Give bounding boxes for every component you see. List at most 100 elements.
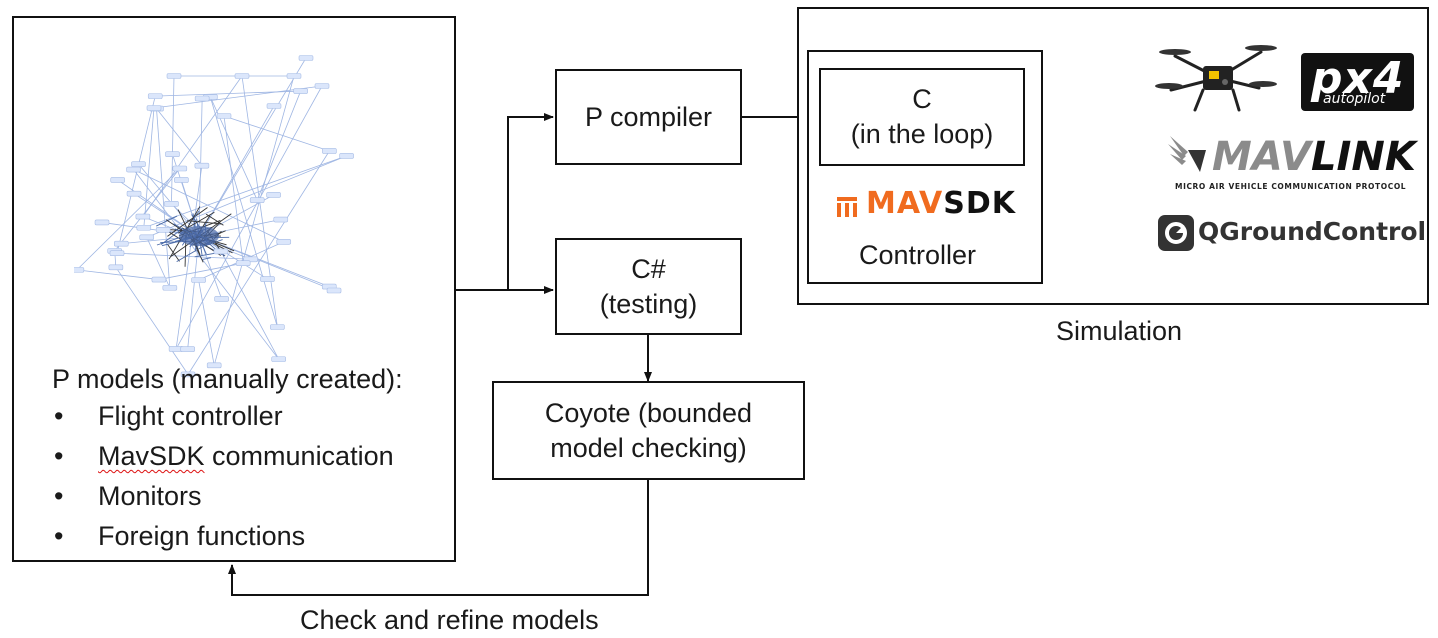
bullet-icon: •	[54, 401, 64, 431]
graph-node	[273, 216, 289, 223]
graph-node	[166, 73, 182, 79]
graph-node	[286, 73, 302, 79]
graph-node	[214, 296, 229, 302]
graph-edge	[187, 235, 200, 350]
graph-edge	[114, 168, 181, 252]
graph-edge	[116, 96, 156, 254]
mavsdk-logo-mav: MAV	[866, 186, 944, 221]
coyote-line1: Coyote (bounded	[544, 397, 753, 428]
graph-node	[147, 93, 163, 99]
graph-cluster	[179, 226, 219, 246]
graph-node	[113, 240, 129, 247]
graph-node	[172, 165, 188, 172]
mavsdk-bars-icon	[837, 197, 857, 217]
mavlink-logo-link: LINK	[1311, 134, 1416, 180]
graph-node	[194, 162, 210, 169]
graph-edge	[213, 75, 295, 366]
graph-node	[206, 362, 222, 369]
px4-logo-small: autopilot	[1323, 91, 1386, 107]
graph-node	[174, 177, 189, 183]
graph-edge	[209, 96, 278, 328]
graph-node	[276, 238, 292, 245]
graph-edge	[156, 108, 203, 166]
graph-edge	[115, 267, 189, 375]
mavlink-wing-icon	[1168, 136, 1206, 172]
graph-node	[162, 284, 178, 291]
graph-edge	[143, 155, 347, 229]
graph-edge	[220, 251, 280, 360]
c-line2: (in the loop)	[850, 119, 994, 149]
graph-node	[139, 234, 155, 241]
csharp-testing-box: C# (testing)	[555, 238, 742, 335]
graph-node	[108, 264, 124, 271]
mavlink-logo: MAVLINK	[1212, 134, 1416, 180]
graph-node	[109, 250, 125, 257]
graph-node	[180, 346, 195, 352]
graph-node	[155, 226, 171, 233]
p-model-graph	[74, 55, 354, 378]
graph-node	[194, 95, 210, 102]
bullet-icon: •	[54, 441, 64, 471]
graph-edge	[167, 207, 208, 237]
graph-edge	[133, 169, 279, 360]
graph-node	[126, 166, 141, 173]
graph-node	[126, 190, 142, 197]
p-models-heading: P models (manually created):	[52, 364, 403, 394]
csharp-line2: (testing)	[599, 288, 698, 319]
graph-node	[235, 260, 251, 266]
graph-edge	[76, 168, 181, 271]
graph-edge	[187, 220, 222, 225]
qgc-logo: QGroundControl	[1198, 217, 1427, 246]
graph-node	[94, 219, 110, 226]
graph-edge	[117, 179, 200, 237]
c-in-the-loop-box: C (in the loop)	[819, 68, 1025, 166]
p-compiler-box: P compiler	[555, 69, 742, 165]
graph-edge	[175, 85, 323, 350]
graph-node	[314, 83, 330, 89]
c-line1: C	[912, 84, 932, 114]
mavlink-tagline: MICRO AIR VEHICLE COMMUNICATION PROTOCOL	[1175, 182, 1407, 191]
qgc-icon	[1158, 215, 1194, 251]
graph-node	[74, 267, 85, 273]
graph-node	[151, 276, 167, 283]
list-item: • MavSDK communication	[14, 436, 454, 476]
bullet-icon: •	[54, 521, 64, 551]
feedback-label: Check and refine models	[300, 605, 599, 635]
drone-icon	[1155, 45, 1277, 112]
graph-node	[216, 113, 232, 119]
graph-node	[266, 192, 281, 198]
list-item-label-rest: communication	[204, 441, 394, 471]
graph-node	[293, 88, 308, 94]
list-item: • Flight controller	[14, 396, 454, 436]
graph-node	[110, 177, 126, 183]
graph-edge	[133, 169, 284, 243]
graph-edge	[223, 115, 330, 152]
list-item-label: Foreign functions	[98, 521, 306, 551]
graph-edge	[76, 269, 159, 280]
graph-node	[191, 277, 206, 283]
graph-node	[266, 103, 282, 109]
list-item: • Foreign functions	[14, 516, 454, 556]
graph-node	[339, 153, 354, 159]
arrow-p-to-compiler	[456, 113, 554, 291]
graph-node	[271, 356, 286, 362]
graph-edge	[116, 252, 251, 260]
csharp-line1: C#	[631, 253, 666, 284]
p-models-list: • Flight controller • MavSDK communicati…	[14, 396, 454, 556]
graph-edge	[202, 257, 212, 260]
p-compiler-label: P compiler	[584, 101, 713, 132]
bullet-icon: •	[54, 481, 64, 511]
graph-node	[165, 151, 180, 158]
graph-edge	[143, 107, 155, 228]
graph-node	[234, 73, 250, 79]
graph-node	[164, 201, 179, 207]
p-models-panel: P models (manually created): • Flight co…	[12, 16, 456, 562]
list-item-label: Monitors	[98, 481, 202, 511]
graph-edge	[142, 75, 243, 217]
graph-node	[298, 55, 314, 61]
graph-node	[260, 276, 275, 282]
graph-node	[326, 287, 342, 294]
graph-edge	[198, 279, 215, 366]
controller-label: Controller	[859, 240, 977, 270]
